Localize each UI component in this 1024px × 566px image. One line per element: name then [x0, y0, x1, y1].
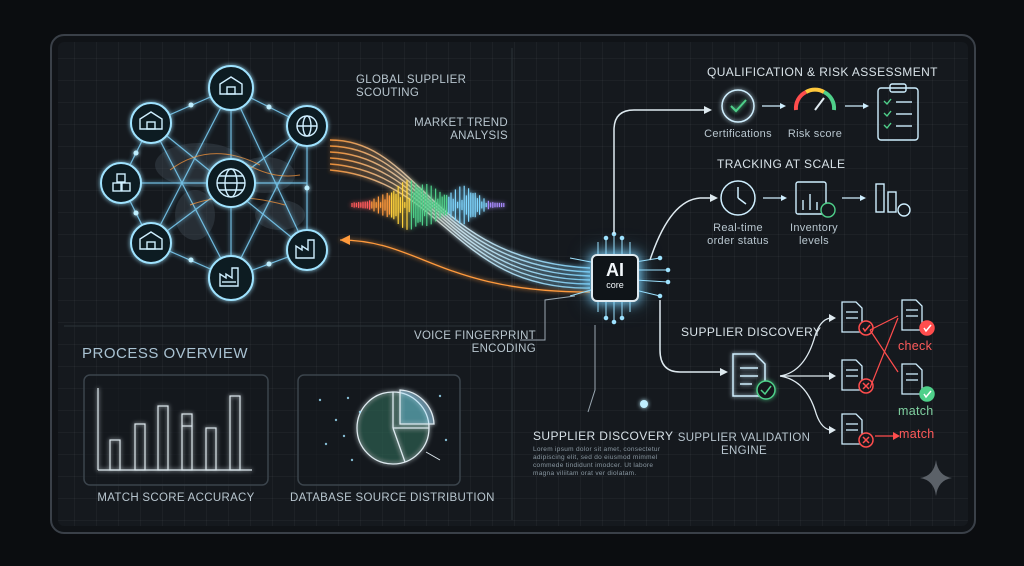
match-score-label: MATCH SCORE ACCURACY [97, 492, 255, 504]
document-icon [901, 363, 923, 395]
validation-branches [779, 317, 831, 431]
document-icon [841, 301, 863, 333]
core-connectors [613, 109, 722, 373]
sparkle-icon [920, 460, 952, 496]
match-label-green: match [898, 404, 934, 418]
supplier-discovery-body: Lorem ipsum dolor sit amet, consectetur … [533, 446, 661, 477]
market-trend-analysis-label: MARKET TREND ANALYSIS [414, 117, 508, 142]
return-flow-line [339, 239, 591, 293]
inventory-bars-icon [875, 183, 911, 217]
inventory-icon [795, 181, 836, 218]
ai-core-chip: AI core [591, 254, 639, 302]
node-warehouse-bottom-left [130, 222, 172, 264]
warehouse-icon [139, 231, 163, 250]
supplier-discovery-bottom-title: SUPPLIER DISCOVERY [533, 429, 674, 443]
document-icon [901, 299, 923, 331]
certifications-label: Certifications [704, 128, 772, 140]
document-icon [841, 413, 863, 445]
cross-links [869, 315, 899, 437]
risk-score-label: Risk score [787, 128, 843, 140]
db-source-label: DATABASE SOURCE DISTRIBUTION [290, 492, 495, 504]
data-flow-lines [329, 139, 591, 289]
match-score-bars [97, 388, 252, 471]
db-source-particles [318, 394, 448, 462]
warehouse-icon [219, 76, 243, 95]
document-icon [732, 353, 776, 400]
warehouse-icon [139, 111, 163, 130]
node-warehouse-top [208, 65, 254, 111]
inventory-levels-label: Inventory levels [790, 222, 838, 247]
ai-core-sublabel: core [606, 280, 624, 290]
factory-icon [219, 267, 239, 287]
voice-waveform [351, 180, 505, 230]
order-status-label: Real-time order status [707, 222, 769, 247]
clock-icon [720, 180, 756, 216]
tracking-title: TRACKING AT SCALE [717, 157, 846, 171]
ai-core-label: AI [606, 260, 624, 280]
discovery-connector [587, 325, 596, 413]
globe-icon [216, 168, 246, 198]
globe-icon [296, 115, 318, 137]
document-icon [841, 359, 863, 391]
shield-check-icon [721, 89, 755, 123]
factory-icon [295, 239, 315, 259]
voice-connector [520, 295, 576, 341]
voice-fingerprint-encoding-label: VOICE FINGERPRINT ENCODING [413, 330, 536, 355]
node-warehouse-left [130, 102, 172, 144]
process-overview-title: PROCESS OVERVIEW [82, 345, 249, 362]
db-source-pie [356, 389, 435, 465]
check-label: check [898, 339, 933, 353]
supplier-discovery-right-title: SUPPLIER DISCOVERY [681, 325, 822, 339]
gauge-icon [793, 87, 837, 111]
match-label-red: match [899, 427, 935, 441]
clipboard-icon [877, 83, 919, 141]
qualification-title: QUALIFICATION & RISK ASSESSMENT [707, 65, 938, 79]
boxes-icon [112, 173, 131, 192]
validation-engine-label: SUPPLIER VALIDATION ENGINE [677, 432, 811, 457]
global-supplier-scouting-label: GLOBAL SUPPLIER SCOUTING [356, 74, 467, 99]
match-score-box [83, 374, 269, 486]
